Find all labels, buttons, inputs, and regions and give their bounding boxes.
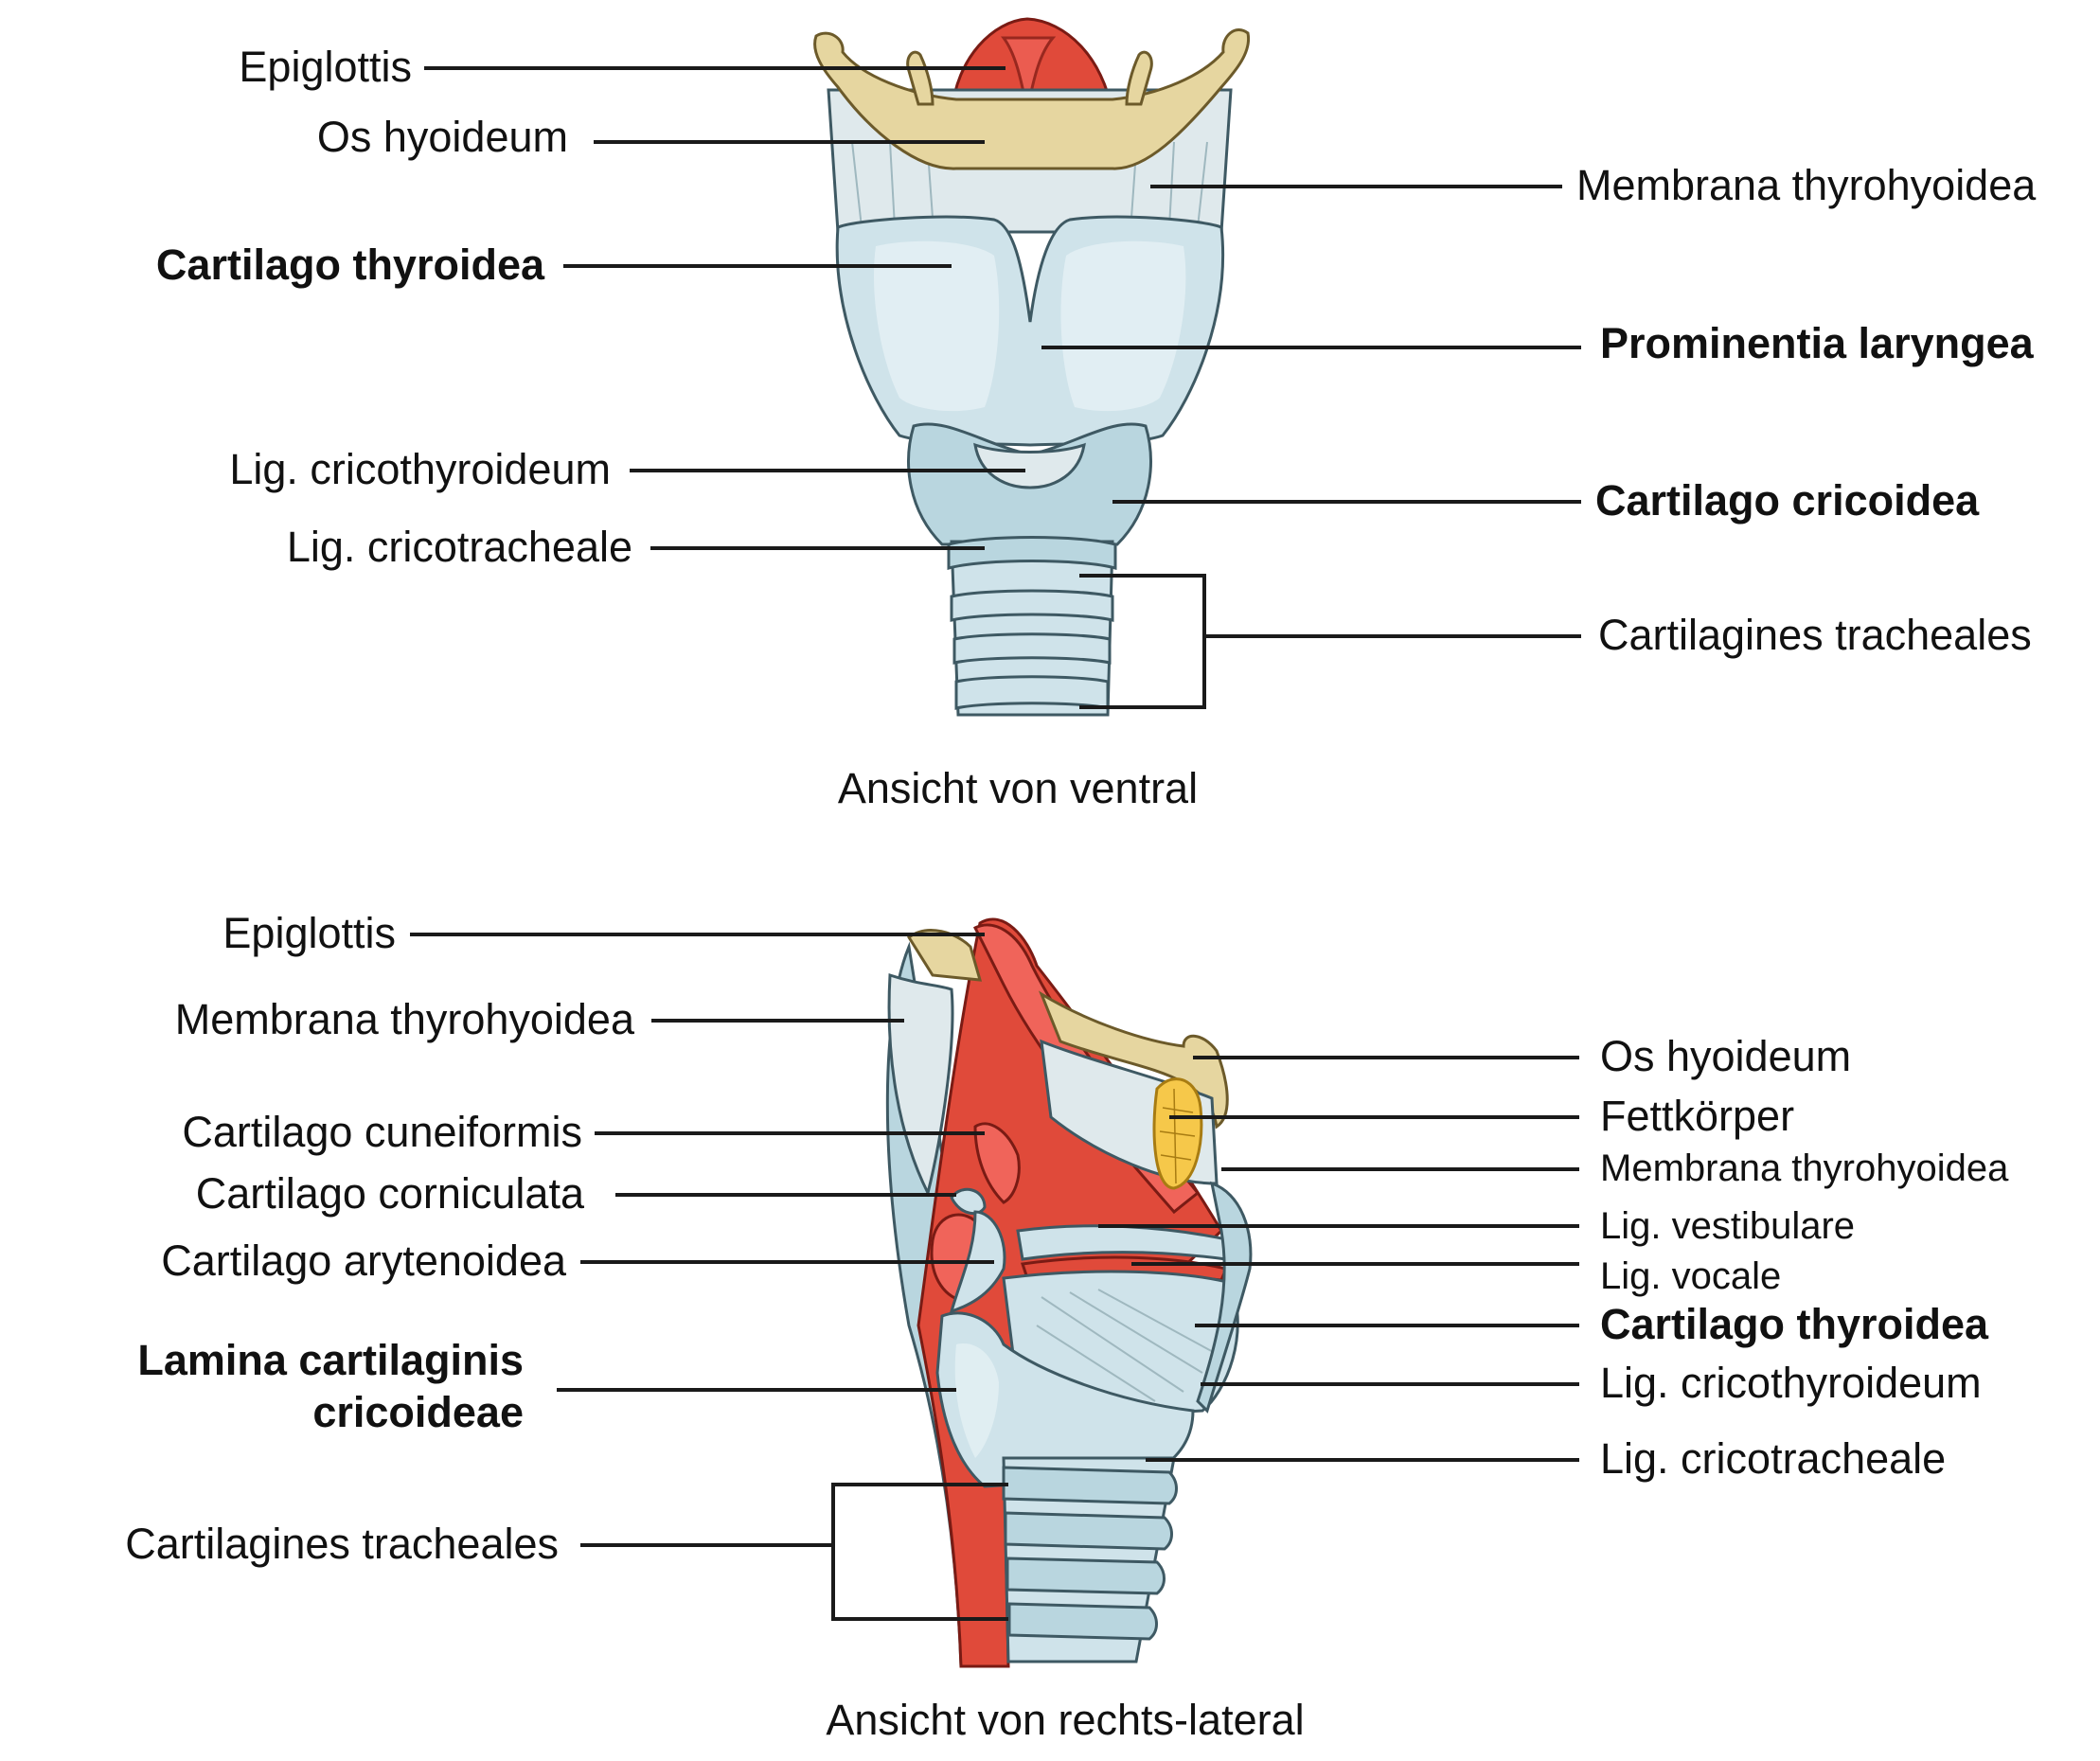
- caption-ventral: Ansicht von ventral: [838, 764, 1198, 812]
- label-epiglottis-lateral: Epiglottis: [222, 909, 396, 957]
- label-cartilago-cricoidea: Cartilago cricoidea: [1595, 476, 1980, 525]
- ventral-labels: Epiglottis Os hyoideum Cartilago thyroid…: [156, 43, 2037, 812]
- label-lamina-line2: cricoideae: [312, 1388, 524, 1436]
- tracheal-rings-lateral: [1002, 1466, 1178, 1641]
- label-lamina-line1: Lamina cartilaginis: [137, 1336, 524, 1384]
- label-epiglottis: Epiglottis: [239, 43, 412, 91]
- label-membrana-thyrohyoidea: Membrana thyrohyoidea: [1576, 161, 2037, 209]
- cartilago-cuneiformis-shape: [973, 1122, 1021, 1204]
- tracheal-rings: [947, 536, 1117, 710]
- label-os-hyoideum-lateral: Os hyoideum: [1600, 1032, 1851, 1080]
- label-fettkoerper: Fettkörper: [1600, 1092, 1794, 1140]
- lig-cricothyroideum-shape: [973, 442, 1086, 489]
- label-cartilagines-tracheales-lateral: Cartilagines tracheales: [125, 1520, 559, 1568]
- lateral-larynx-illustration: [885, 917, 1253, 1668]
- lamina-cartilaginis-cricoideae-shape: [935, 1311, 1195, 1488]
- os-hyoideum-lateral-shape: [906, 929, 983, 982]
- membrana-thyrohyoidea-lateral-shape: [887, 972, 954, 1198]
- label-os-hyoideum: Os hyoideum: [317, 113, 568, 161]
- lateral-leader-lines: [410, 933, 1579, 1621]
- label-prominentia-laryngea: Prominentia laryngea: [1600, 319, 2035, 367]
- label-cartilago-cuneiformis: Cartilago cuneiformis: [182, 1108, 582, 1156]
- label-cartilago-corniculata: Cartilago corniculata: [196, 1169, 585, 1218]
- ventral-larynx-illustration: [813, 17, 1251, 717]
- label-lig-vocale: Lig. vocale: [1600, 1255, 1781, 1297]
- cartilago-corniculata-shape: [950, 1187, 987, 1216]
- label-membrana-thyrohyoidea-right: Membrana thyrohyoidea: [1600, 1147, 2009, 1189]
- label-cartilagines-tracheales: Cartilagines tracheales: [1598, 611, 2032, 659]
- label-lig-vestibulare: Lig. vestibulare: [1600, 1205, 1855, 1247]
- label-cartilago-arytenoidea: Cartilago arytenoidea: [161, 1236, 567, 1285]
- label-lig-cricotracheale: Lig. cricotracheale: [287, 523, 632, 571]
- os-hyoideum-shape: [813, 28, 1251, 170]
- lateral-labels: Epiglottis Membrana thyrohyoidea Cartila…: [125, 909, 2009, 1744]
- label-membrana-thyrohyoidea-left: Membrana thyrohyoidea: [175, 995, 635, 1043]
- ventral-leader-lines: [424, 66, 1581, 709]
- label-lig-cricothyroideum-lateral: Lig. cricothyroideum: [1600, 1359, 1982, 1407]
- label-lig-cricotracheale-lateral: Lig. cricotracheale: [1600, 1434, 1946, 1483]
- label-lig-cricothyroideum: Lig. cricothyroideum: [229, 445, 611, 493]
- label-cartilago-thyroidea: Cartilago thyroidea: [156, 240, 545, 289]
- caption-lateral: Ansicht von rechts-lateral: [826, 1696, 1304, 1744]
- label-cartilago-thyroidea-lateral: Cartilago thyroidea: [1600, 1300, 1989, 1348]
